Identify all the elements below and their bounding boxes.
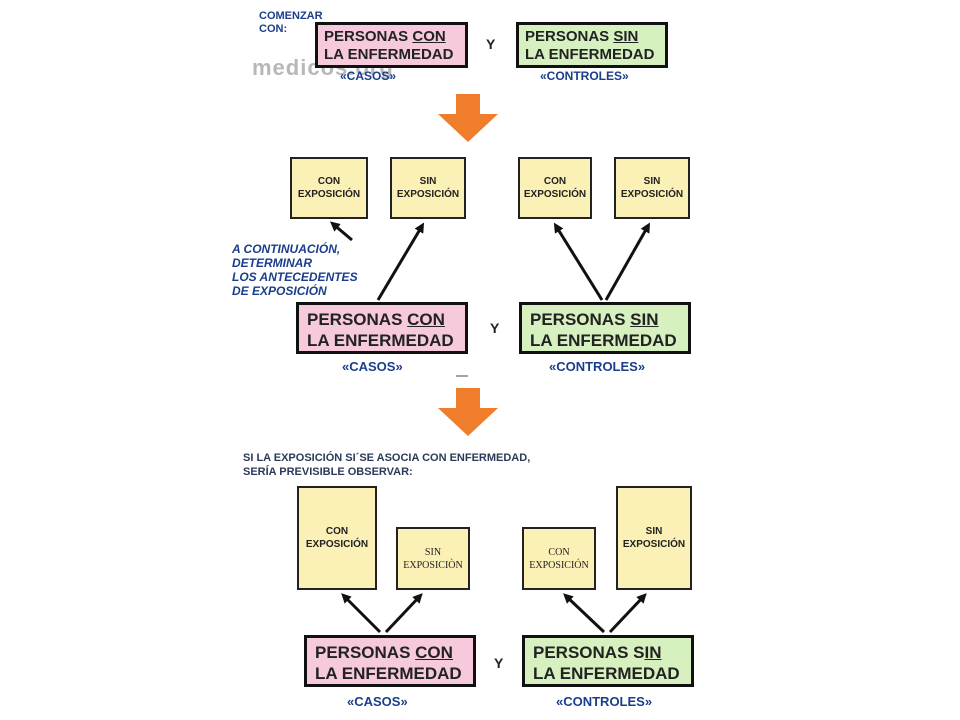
top-connector: Y <box>486 36 496 52</box>
down-arrow-icon <box>438 94 498 142</box>
top-cases-box: PERSONAS CON LA ENFERMEDAD <box>315 22 468 68</box>
middle-note-line-4: DE EXPOSICIÓN <box>232 284 327 298</box>
middle-exp-2-l2: EXPOSICIÓN <box>396 189 460 200</box>
middle-arrow-controls-to-con <box>553 222 604 301</box>
top-controls-label: «CONTROLES» <box>540 69 629 83</box>
middle-cases-line1b: CON <box>407 310 445 329</box>
middle-exp-1-l2: EXPOSICIÓN <box>297 189 361 200</box>
bottom-controls-box: PERSONAS SIN LA ENFERMEDAD <box>522 635 694 687</box>
middle-controls-line2: LA ENFERMEDAD <box>530 331 677 350</box>
intro-line-1: COMENZAR <box>259 10 323 22</box>
top-cases-line1a: PERSONAS <box>324 28 413 45</box>
middle-exp-box-1: CON EXPOSICIÓN <box>290 157 368 219</box>
middle-note: A CONTINUACIÓN, DETERMINAR LOS ANTECEDEN… <box>232 242 358 298</box>
bottom-connector: Y <box>494 655 504 671</box>
middle-controls-box: PERSONAS SIN LA ENFERMEDAD <box>519 302 691 354</box>
middle-exp-4-l1: SIN <box>643 176 661 187</box>
intro-text: COMENZAR CON: <box>259 10 323 36</box>
bottom-cases-line1a: PERSONAS <box>315 643 416 662</box>
divider-dash <box>456 375 468 377</box>
top-cases-line1b: CON <box>412 28 446 45</box>
middle-controls-line1a: PERSONAS <box>530 310 631 329</box>
down-arrow-icon <box>438 388 498 436</box>
top-controls-line1b: SIN <box>613 28 639 45</box>
bottom-note: SI LA EXPOSICIÓN SI´SE ASOCIA CON ENFERM… <box>243 451 530 479</box>
middle-cases-line1a: PERSONAS <box>307 310 408 329</box>
bottom-exp-4-l2: EXPOSICIÓN <box>622 539 686 550</box>
bottom-exp-4-l1: SIN <box>645 526 663 537</box>
bottom-cases-label: «CASOS» <box>347 694 408 709</box>
middle-controls-line1b: SIN <box>630 310 659 329</box>
bottom-exp-box-4: SIN EXPOSICIÓN <box>616 486 692 590</box>
bottom-exp-2-l2: EXPOSICIÒN <box>403 559 463 571</box>
bottom-exp-1-l2: EXPOSICIÓN <box>305 539 369 550</box>
middle-exp-box-3: CON EXPOSICIÓN <box>518 157 592 219</box>
middle-arrow-note-to-con <box>329 221 353 242</box>
bottom-arrow-controls-to-con <box>563 593 606 634</box>
bottom-controls-line2: LA ENFERMEDAD <box>533 664 680 683</box>
middle-exp-3-l1: CON <box>543 176 567 187</box>
middle-exp-1-l1: CON <box>317 176 341 187</box>
middle-exp-2-l1: SIN <box>419 176 437 187</box>
middle-note-line-2: DETERMINAR <box>232 256 312 270</box>
bottom-arrow-cases-to-con <box>341 593 382 634</box>
bottom-cases-box: PERSONAS CON LA ENFERMEDAD <box>304 635 476 687</box>
intro-line-2: CON: <box>259 23 288 35</box>
middle-connector: Y <box>490 320 500 336</box>
middle-arrow-controls-to-sin <box>604 222 650 301</box>
middle-cases-box: PERSONAS CON LA ENFERMEDAD <box>296 302 468 354</box>
middle-exp-4-l2: EXPOSICIÓN <box>620 189 684 200</box>
middle-exp-3-l2: EXPOSICIÓN <box>523 189 587 200</box>
bottom-cases-line2: LA ENFERMEDAD <box>315 664 462 683</box>
top-cases-line2: LA ENFERMEDAD <box>324 46 454 63</box>
middle-controls-label: «CONTROLES» <box>549 359 646 374</box>
bottom-note-line-1: SI LA EXPOSICIÓN SI´SE ASOCIA CON ENFERM… <box>243 452 531 464</box>
bottom-note-line-2: SERÍA PREVISIBLE OBSERVAR: <box>243 466 413 478</box>
bottom-exp-2-l1: SIN <box>424 546 442 558</box>
bottom-controls-line1a: PERSONAS S <box>533 643 645 662</box>
bottom-cases-line1b: CON <box>415 643 453 662</box>
middle-note-line-3: LOS ANTECEDENTES <box>232 270 358 284</box>
bottom-arrow-controls-to-sin <box>608 593 647 634</box>
bottom-exp-box-1: CON EXPOSICIÓN <box>297 486 377 590</box>
middle-cases-line2: LA ENFERMEDAD <box>307 331 454 350</box>
bottom-exp-3-l1: CON <box>548 546 570 558</box>
middle-exp-box-4: SIN EXPOSICIÓN <box>614 157 690 219</box>
bottom-controls-label: «CONTROLES» <box>556 694 653 709</box>
top-controls-line1a: PERSONAS <box>525 28 614 45</box>
middle-arrow-cases-to-sin <box>376 222 425 301</box>
middle-note-line-1: A CONTINUACIÓN, <box>232 242 341 256</box>
middle-exp-box-2: SIN EXPOSICIÓN <box>390 157 466 219</box>
bottom-exp-3-l2: EXPOSICIÓN <box>529 559 589 571</box>
top-controls-box: PERSONAS SIN LA ENFERMEDAD <box>516 22 668 68</box>
bottom-controls-line1b: IN <box>644 643 662 662</box>
top-controls-line2: LA ENFERMEDAD <box>525 46 655 63</box>
top-cases-label: «CASOS» <box>340 69 397 83</box>
middle-cases-label: «CASOS» <box>342 359 403 374</box>
bottom-exp-1-l1: CON <box>325 526 349 537</box>
bottom-arrow-cases-to-sin <box>384 593 423 634</box>
